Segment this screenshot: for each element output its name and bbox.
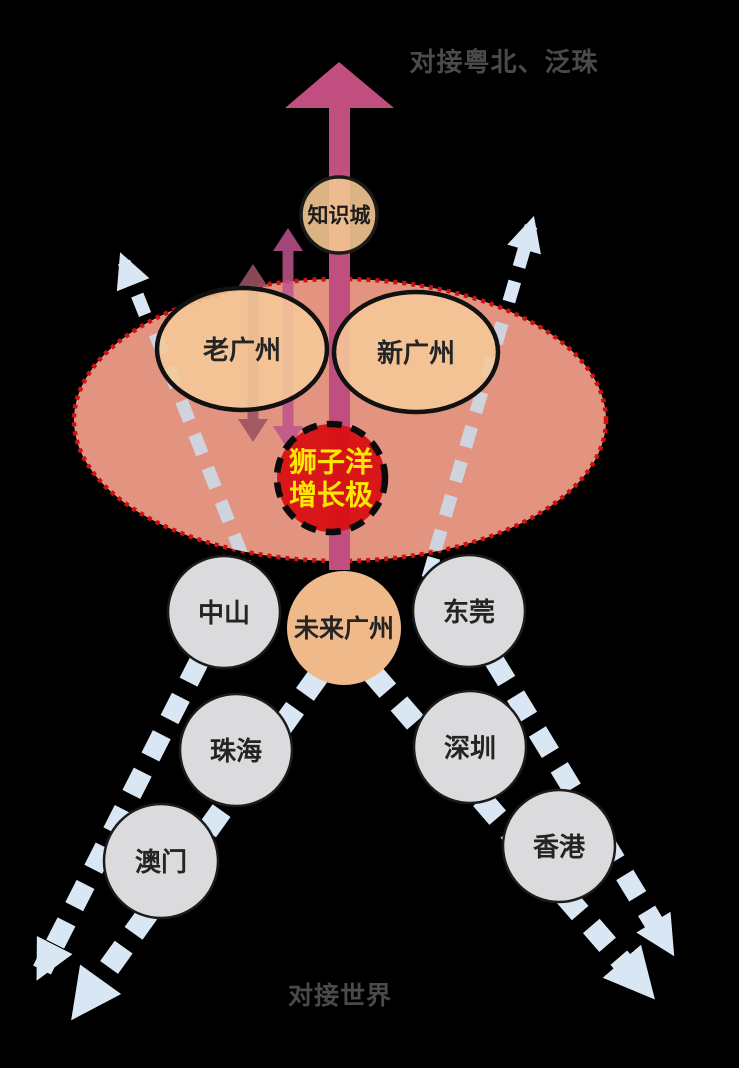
future-guangzhou-label: 未来广州 xyxy=(294,614,394,643)
node-future-guangzhou xyxy=(287,571,401,685)
node-knowledge-city xyxy=(299,175,379,255)
dashed-track-inside-region xyxy=(108,279,544,561)
zhuhai-label: 珠海 xyxy=(210,736,262,766)
shenzhen-label: 深圳 xyxy=(444,733,496,763)
south-east-outer-dashed-arrow xyxy=(441,582,677,957)
city-circle-group xyxy=(102,553,617,920)
macau-label: 澳门 xyxy=(135,847,187,877)
zhongshan-label: 中山 xyxy=(198,598,250,628)
node-dongguan xyxy=(411,553,527,669)
magenta-down-arrowhead xyxy=(273,426,303,450)
node-growth-pole xyxy=(273,420,389,536)
growth-pole-label-line1: 狮子洋 xyxy=(289,446,373,478)
node-zhongshan xyxy=(166,554,282,670)
node-zhuhai xyxy=(178,692,294,808)
south-west-outer-dashed-arrow xyxy=(33,580,247,981)
dongguan-label: 东莞 xyxy=(443,597,495,627)
magenta-up-arrowhead xyxy=(273,228,303,251)
node-old-guangzhou xyxy=(154,285,330,413)
north-west-track-inside xyxy=(108,279,262,561)
south-west-inner-dashed-arrow xyxy=(71,633,353,1021)
node-macau xyxy=(102,802,220,920)
north-east-track-inside xyxy=(418,279,544,561)
node-new-guangzhou xyxy=(331,289,501,415)
node-hongkong xyxy=(501,788,617,904)
hongkong-label: 香港 xyxy=(533,832,586,862)
new-guangzhou-label: 新广州 xyxy=(377,338,455,368)
knowledge-city-label: 知识城 xyxy=(308,204,371,228)
growth-pole-label-line2: 增长极 xyxy=(289,480,373,511)
maroon-up-arrowhead xyxy=(238,264,268,287)
node-shenzhen xyxy=(412,689,528,805)
south-east-inner-dashed-arrow xyxy=(335,632,655,1000)
maroon-down-arrowhead xyxy=(238,419,268,442)
caption-top: 对接粤北、泛珠 xyxy=(409,47,598,77)
old-guangzhou-label: 老广州 xyxy=(203,335,281,365)
caption-bottom: 对接世界 xyxy=(288,982,392,1010)
main-axis-arrowhead xyxy=(285,62,394,108)
